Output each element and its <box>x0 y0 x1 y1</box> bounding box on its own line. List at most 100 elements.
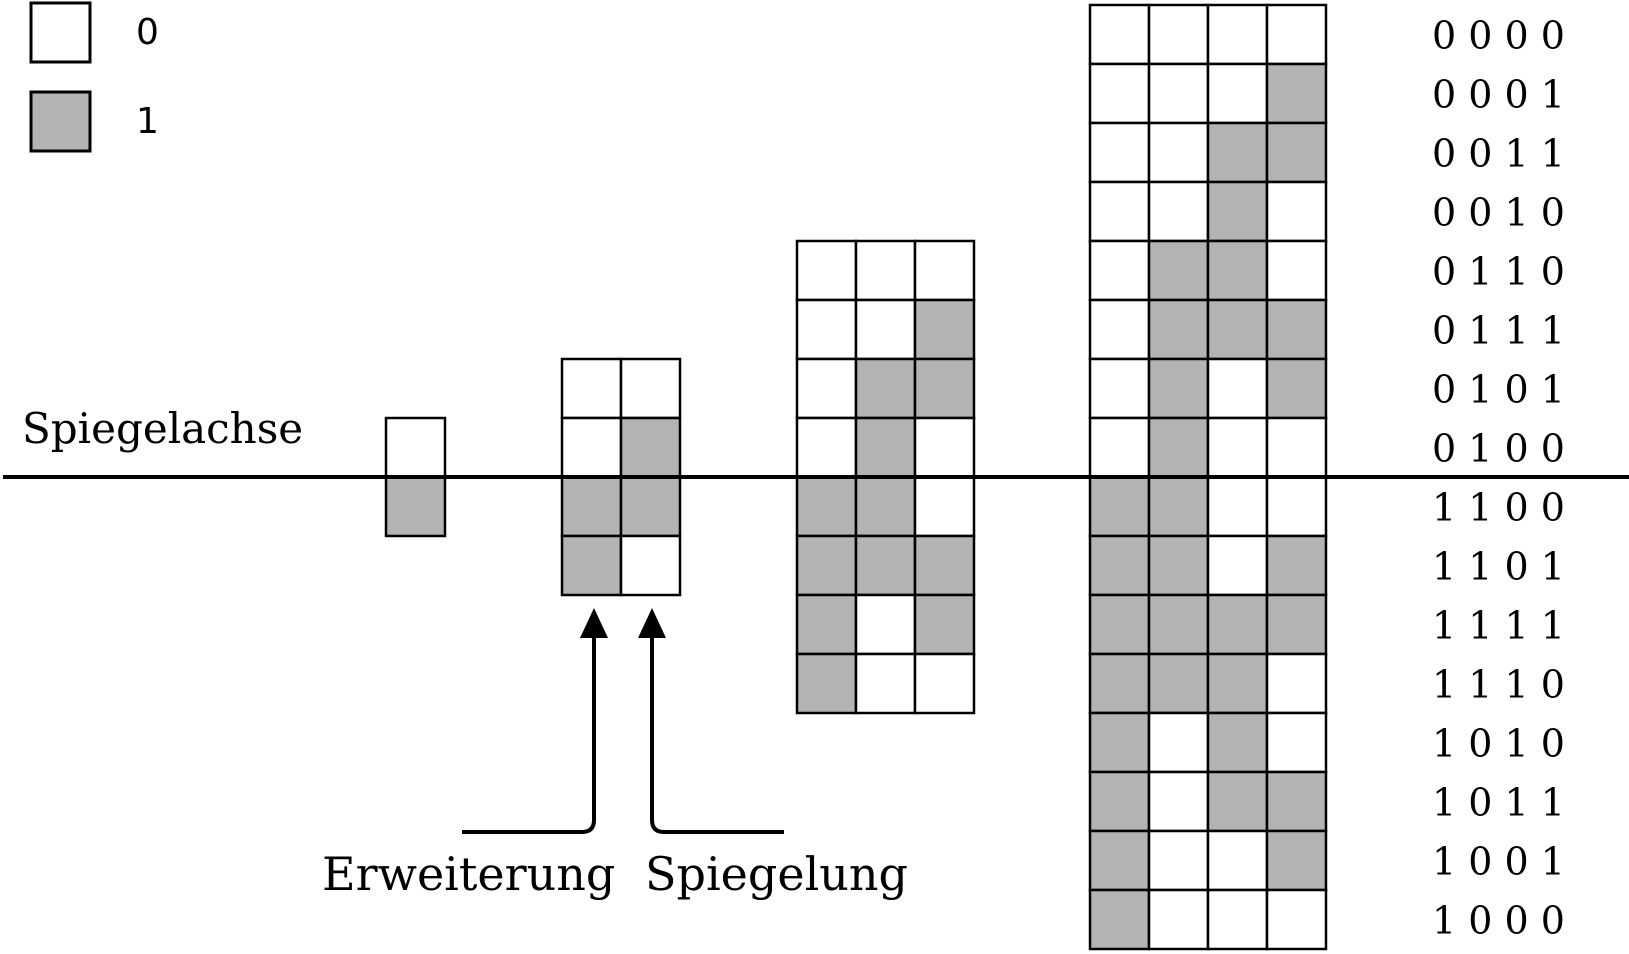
grid-cell-one <box>1147 534 1210 597</box>
grid-cell-zero <box>1088 298 1151 361</box>
grid-cell-zero <box>1088 239 1151 302</box>
legend-label-one: 1 <box>136 101 159 142</box>
grid-cell-one <box>1265 121 1328 184</box>
grid-cell-zero <box>1147 180 1210 243</box>
grid-cell-one <box>1206 770 1269 833</box>
grid-cell-one <box>560 534 623 597</box>
grid-cell-zero <box>1206 416 1269 479</box>
grid-cell-zero <box>1147 770 1210 833</box>
grid-cell-one <box>1206 180 1269 243</box>
grid-cell-one <box>854 475 917 538</box>
grid-cell-zero <box>1088 3 1151 66</box>
grid-cell-zero <box>1206 3 1269 66</box>
grid-cell-zero <box>1147 711 1210 774</box>
grid-cell-one <box>1147 239 1210 302</box>
grid-cell-one <box>854 534 917 597</box>
code-table-row: 1 0 0 1 <box>1432 840 1565 884</box>
gray-code-grid-3bit <box>795 239 976 715</box>
grid-cell-zero <box>913 416 976 479</box>
grid-cell-one <box>1265 534 1328 597</box>
grid-cell-one <box>1147 298 1210 361</box>
grid-cell-zero <box>854 298 917 361</box>
grid-cell-zero <box>1088 180 1151 243</box>
grid-cell-zero <box>1265 416 1328 479</box>
grid-cell-zero <box>1088 62 1151 125</box>
grid-cell-zero <box>854 593 917 656</box>
grid-cell-zero <box>384 416 447 479</box>
mirror-axis-label: Spiegelachse <box>22 404 303 453</box>
grid-cell-zero <box>560 416 623 479</box>
grid-cell-zero <box>1088 416 1151 479</box>
grid-cell-one <box>854 416 917 479</box>
grid-cell-one <box>1265 593 1328 656</box>
code-table-row: 1 0 1 1 <box>1432 781 1565 825</box>
grid-cell-one <box>1088 652 1151 715</box>
code-table-row: 1 1 1 1 <box>1432 604 1565 648</box>
grid-cell-one <box>1088 475 1151 538</box>
code-table-row: 1 1 0 1 <box>1432 545 1565 589</box>
grid-cell-one <box>1206 239 1269 302</box>
grid-cell-one <box>1147 475 1210 538</box>
grid-cell-one <box>1088 711 1151 774</box>
grid-cell-zero <box>854 239 917 302</box>
grid-cell-zero <box>1265 239 1328 302</box>
code-table-row: 0 0 1 0 <box>1432 191 1565 235</box>
grid-cell-zero <box>1265 475 1328 538</box>
grid-cell-one <box>1206 593 1269 656</box>
grid-cell-one <box>795 593 858 656</box>
grid-cell-one <box>913 593 976 656</box>
grid-cell-one <box>1265 357 1328 420</box>
grid-cell-zero <box>619 534 682 597</box>
extension-arrow <box>462 608 608 834</box>
code-table-row: 0 1 1 0 <box>1432 250 1565 294</box>
grid-cell-one <box>1147 357 1210 420</box>
legend-swatch-zero <box>29 1 92 64</box>
extension-label: Erweiterung <box>322 847 615 901</box>
code-table-row: 1 1 0 0 <box>1432 486 1565 530</box>
grid-cell-zero <box>1206 888 1269 951</box>
code-table-row: 1 0 1 0 <box>1432 722 1565 766</box>
grid-cell-zero <box>913 475 976 538</box>
mirroring-arrow <box>638 608 784 834</box>
grid-cell-zero <box>1206 62 1269 125</box>
grid-cell-zero <box>1147 829 1210 892</box>
grid-cell-one <box>913 534 976 597</box>
code-table-row: 0 1 1 1 <box>1432 309 1565 353</box>
code-table-row: 0 0 1 1 <box>1432 132 1565 176</box>
grid-cell-zero <box>1265 888 1328 951</box>
grid-cell-one <box>795 534 858 597</box>
grid-cell-zero <box>1088 121 1151 184</box>
grid-cell-zero <box>913 652 976 715</box>
grid-cell-zero <box>560 357 623 420</box>
code-table-row: 0 0 0 1 <box>1432 73 1565 117</box>
grid-cell-one <box>1088 770 1151 833</box>
grid-cell-zero <box>854 652 917 715</box>
grid-cell-one <box>1265 770 1328 833</box>
code-table-row: 1 0 0 0 <box>1432 899 1565 943</box>
grid-cell-zero <box>1147 888 1210 951</box>
grid-cell-one <box>1088 534 1151 597</box>
grid-cell-one <box>1265 62 1328 125</box>
grid-cell-one <box>619 416 682 479</box>
mirroring-label: Spiegelung <box>645 847 908 901</box>
legend: 0 1 <box>29 1 159 153</box>
grid-cell-one <box>384 475 447 538</box>
code-table-row: 1 1 1 0 <box>1432 663 1565 707</box>
grid-cell-one <box>1206 121 1269 184</box>
grid-cell-zero <box>1206 357 1269 420</box>
legend-swatch-one <box>29 90 92 153</box>
grid-cell-zero <box>795 239 858 302</box>
grid-cell-one <box>1265 298 1328 361</box>
grid-cell-one <box>560 475 623 538</box>
grid-cell-zero <box>795 416 858 479</box>
code-table-row: 0 1 0 0 <box>1432 427 1565 471</box>
legend-label-zero: 0 <box>136 12 159 53</box>
grid-cell-zero <box>1147 121 1210 184</box>
grid-cell-zero <box>1265 180 1328 243</box>
code-table-row: 0 0 0 0 <box>1432 14 1565 58</box>
grid-cell-zero <box>1147 62 1210 125</box>
grid-cell-one <box>1088 888 1151 951</box>
grid-cell-zero <box>795 357 858 420</box>
grid-cell-zero <box>1147 3 1210 66</box>
grid-cell-zero <box>795 298 858 361</box>
